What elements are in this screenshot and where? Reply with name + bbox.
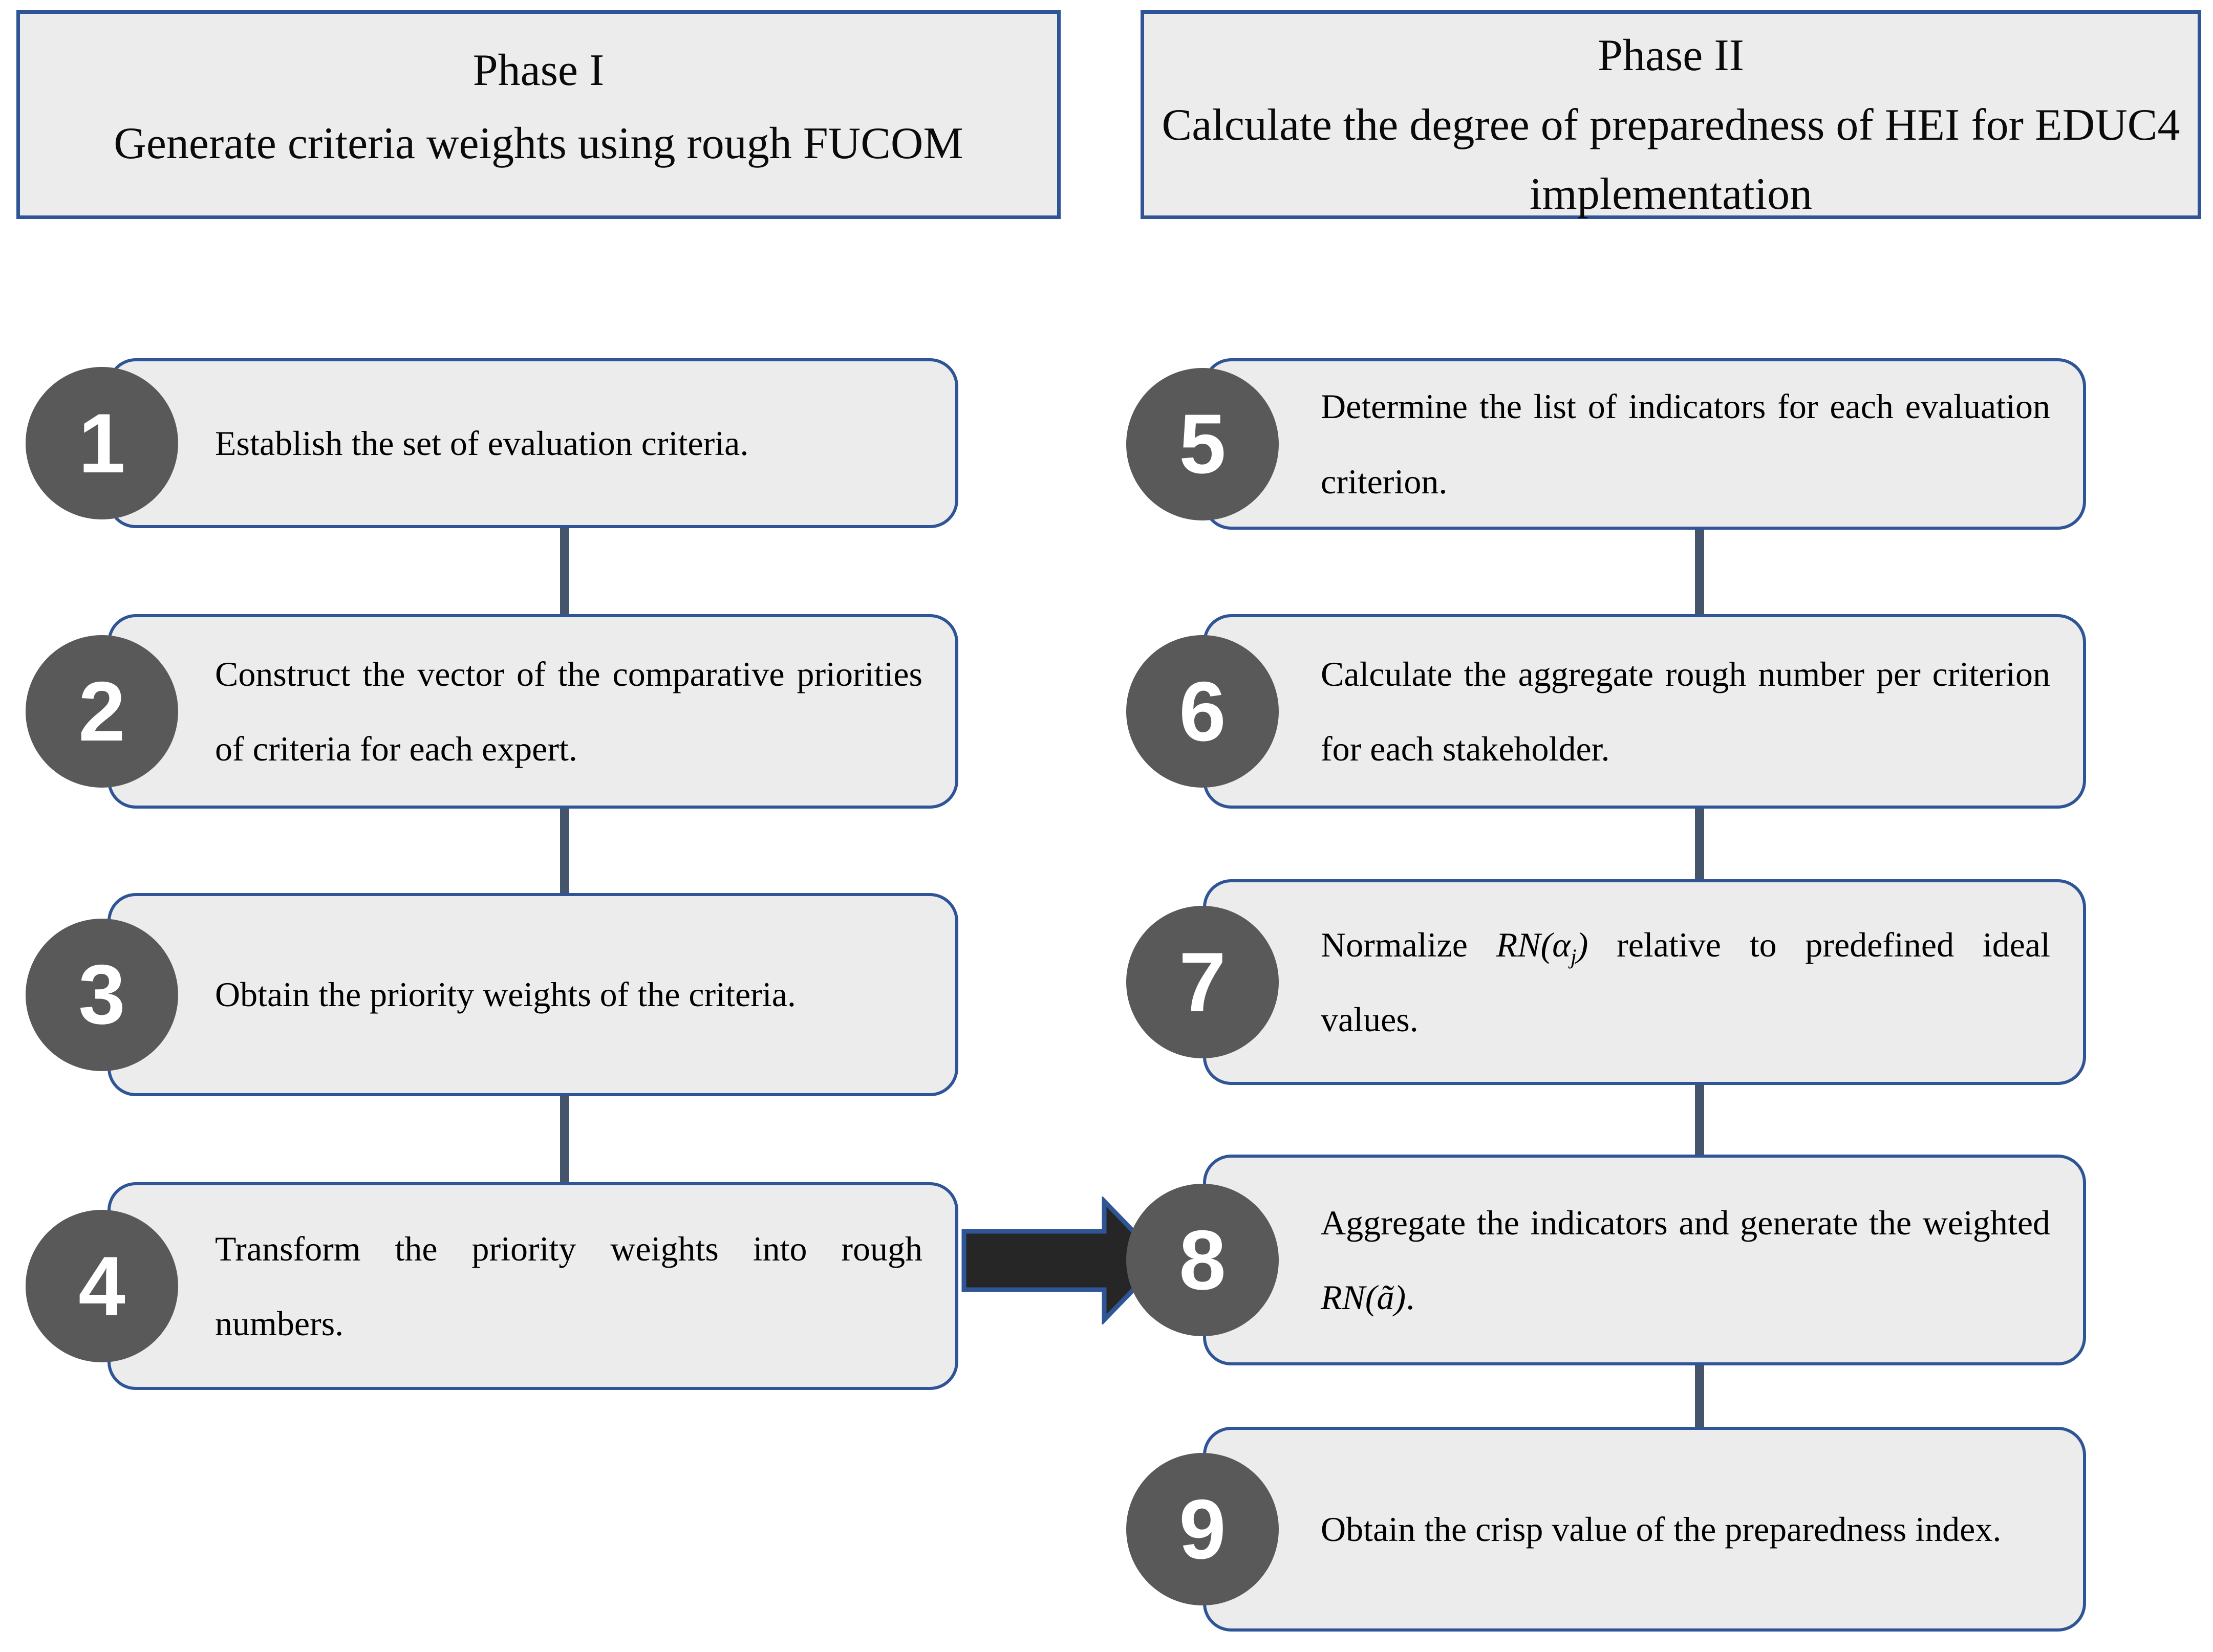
step-4-text: Transform the priority weights into roug…	[215, 1182, 922, 1390]
step-box-2: 2 Construct the vector of the comparativ…	[26, 614, 958, 809]
step-8-label-post: .	[1406, 1278, 1415, 1317]
step-7-text: Normalize RN(αj) relative to predefined …	[1321, 879, 2050, 1085]
step-4-number: 4	[78, 1238, 125, 1333]
step-3-number-badge: 3	[26, 918, 178, 1071]
step-7-label-post: relative to predefined ideal values.	[1321, 925, 2050, 1039]
step-7-label-pre: Normalize	[1321, 925, 1496, 964]
step-4-label: Transform the priority weights into roug…	[215, 1229, 922, 1343]
step-box-6: 6 Calculate the aggregate rough number p…	[1126, 614, 2086, 809]
step-8-math: RN(ã)	[1321, 1278, 1406, 1317]
phase2-header: Phase II Calculate the degree of prepare…	[1141, 10, 2201, 219]
step-8-label-pre: Aggregate the indicators and generate th…	[1321, 1203, 2050, 1242]
step-3-text: Obtain the priority weights of the crite…	[215, 893, 922, 1096]
step-1-text: Establish the set of evaluation criteria…	[215, 358, 922, 528]
step-4-number-badge: 4	[26, 1210, 178, 1362]
step-1-number-badge: 1	[26, 367, 178, 519]
step-2-number-badge: 2	[26, 635, 178, 788]
step-7-math: RN(α	[1496, 925, 1571, 964]
step-box-4: 4 Transform the priority weights into ro…	[26, 1182, 958, 1390]
step-9-text: Obtain the crisp value of the preparedne…	[1321, 1427, 2050, 1632]
step-5-panel	[1203, 358, 2086, 530]
step-7-panel	[1203, 879, 2086, 1085]
step-3-number: 3	[78, 947, 125, 1041]
step-7-math-close: )	[1576, 925, 1588, 964]
step-6-number-badge: 6	[1126, 635, 1279, 788]
connector-step5-step6	[1695, 528, 1704, 617]
step-box-9: 9 Obtain the crisp value of the prepared…	[1126, 1427, 2086, 1632]
connector-step1-step2	[560, 526, 569, 617]
step-box-3: 3 Obtain the priority weights of the cri…	[26, 893, 958, 1096]
step-4-panel	[108, 1182, 958, 1390]
phase2-subtitle: Calculate the degree of preparedness of …	[1162, 100, 2180, 220]
step-8-text: Aggregate the indicators and generate th…	[1321, 1155, 2050, 1365]
phase1-subtitle: Generate criteria weights using rough FU…	[114, 118, 963, 168]
step-6-number: 6	[1179, 664, 1226, 758]
connector-step6-step7	[1695, 806, 1704, 882]
step-5-number: 5	[1179, 397, 1226, 491]
step-box-5: 5 Determine the list of indicators for e…	[1126, 358, 2086, 530]
step-1-label: Establish the set of evaluation criteria…	[215, 423, 749, 463]
step-3-panel	[108, 893, 958, 1096]
step-box-7: 7 Normalize RN(αj) relative to predefine…	[1126, 879, 2086, 1085]
connector-step2-step3	[560, 806, 569, 896]
step-6-label: Calculate the aggregate rough number per…	[1321, 654, 2050, 768]
step-2-number: 2	[78, 664, 125, 758]
connector-step7-step8	[1695, 1083, 1704, 1158]
step-1-number: 1	[78, 396, 125, 490]
step-box-1: 1 Establish the set of evaluation criter…	[26, 358, 958, 528]
step-7-math-subscript: j	[1570, 945, 1577, 969]
step-7-number: 7	[1179, 934, 1226, 1029]
step-8-number-badge: 8	[1126, 1184, 1279, 1336]
step-9-number-badge: 9	[1126, 1453, 1279, 1605]
step-5-text: Determine the list of indicators for eac…	[1321, 358, 2050, 530]
step-6-text: Calculate the aggregate rough number per…	[1321, 614, 2050, 809]
step-5-label: Determine the list of indicators for eac…	[1321, 387, 2050, 501]
step-2-panel	[108, 614, 958, 809]
step-2-label: Construct the vector of the comparative …	[215, 654, 922, 768]
step-3-label: Obtain the priority weights of the crite…	[215, 975, 796, 1014]
step-7-number-badge: 7	[1126, 906, 1279, 1058]
step-1-panel	[108, 358, 958, 528]
phase1-header: Phase I Generate criteria weights using …	[16, 10, 1061, 219]
connector-step3-step4	[560, 1093, 569, 1185]
step-9-number: 9	[1179, 1482, 1226, 1576]
step-8-number: 8	[1179, 1212, 1226, 1307]
step-5-number-badge: 5	[1126, 367, 1279, 520]
step-9-label: Obtain the crisp value of the preparedne…	[1321, 1509, 2002, 1549]
connector-step8-step9	[1695, 1362, 1704, 1430]
step-6-panel	[1203, 614, 2086, 809]
step-box-8: 8 Aggregate the indicators and generate …	[1126, 1155, 2086, 1365]
step-8-panel	[1203, 1155, 2086, 1365]
phase1-title: Phase I	[472, 46, 605, 95]
step-2-text: Construct the vector of the comparative …	[215, 614, 922, 809]
phase2-title: Phase II	[1598, 31, 1744, 80]
